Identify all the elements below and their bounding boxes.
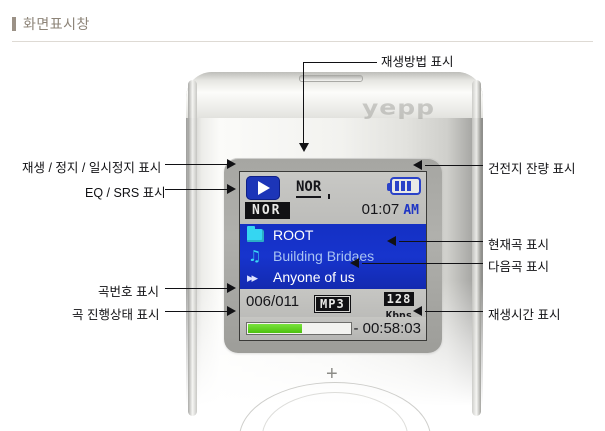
list-item: ▸▸ Anyone of us [240, 266, 426, 287]
device-right-edge [472, 80, 481, 416]
battery-icon [387, 177, 421, 195]
list-item: ♫ Building Bridaes [240, 245, 426, 266]
play-mode-indicator: NOR [296, 179, 322, 198]
arrowhead-eq-srs [227, 184, 236, 194]
leader-line-progress [165, 311, 227, 312]
mp3-player-device: yepp + NOR NOR 01:07 A [186, 72, 483, 431]
arrowhead-play-mode [299, 143, 309, 152]
track-number: 006/011 [246, 293, 300, 310]
lcd-status-area: NOR NOR 01:07 AM [240, 172, 426, 224]
annotation-track-number: 곡번호 표시 [98, 285, 159, 299]
play-icon [246, 176, 280, 200]
music-note-icon: ♫ [248, 246, 262, 265]
brand-logo: yepp [362, 95, 436, 120]
annotation-play-state: 재생 / 정지 / 일시정지 표시 [22, 161, 162, 175]
device-left-edge [188, 80, 197, 416]
arrowhead-track-number [227, 283, 236, 293]
leader-line-play-time [425, 311, 483, 312]
annotation-next-track: 다음곡 표시 [488, 260, 549, 274]
leader-vline-play-mode [303, 62, 304, 144]
folder-icon [247, 225, 265, 243]
leader-line-eq-srs [165, 189, 227, 190]
arrowhead-play-state [227, 159, 236, 169]
track-list: ROOT ♫ Building Bridaes ▸▸ Anyone of us [240, 224, 426, 289]
arrowhead-progress [227, 306, 236, 316]
annotation-play-time: 재생시간 표시 [488, 308, 561, 322]
clock-display: 01:07 AM [362, 201, 419, 218]
leader-line-play-state [165, 164, 227, 165]
title-accent-bar [12, 17, 16, 31]
format-badge: MP3 [314, 295, 351, 313]
battery-bars [395, 181, 411, 191]
device-top-button [299, 75, 363, 82]
annotation-progress: 곡 진행상태 표시 [72, 308, 160, 322]
play-mode-tick [328, 194, 330, 199]
play-triangle-icon [258, 181, 270, 195]
leader-line-battery [425, 165, 483, 166]
clock-ampm: AM [403, 203, 419, 218]
annotation-play-mode: 재생방법 표시 [381, 55, 454, 69]
remaining-time: - 00:58:03 [353, 320, 421, 337]
page-title: 화면표시창 [23, 16, 90, 32]
bitrate-value: 128 [383, 292, 415, 306]
arrowhead-play-time [413, 306, 422, 316]
list-item: ROOT [240, 224, 426, 245]
clock-time: 01:07 [361, 201, 400, 218]
plus-mark-icon: + [326, 363, 338, 385]
lcd-progress-row: - 00:58:03 [240, 317, 426, 340]
arrowhead-next-track [350, 258, 359, 268]
arrowhead-current-track [387, 236, 396, 246]
leader-line-play-mode [303, 62, 377, 63]
annotation-eq-srs: EQ / SRS 표시 [85, 186, 166, 200]
next-track-icon: ▸▸ [247, 269, 258, 285]
arrowhead-battery [413, 160, 422, 170]
leader-line-track-number [165, 288, 227, 289]
current-track-label: Building Bridaes [273, 247, 375, 264]
leader-line-current-track [399, 241, 483, 242]
lcd-screen: NOR NOR 01:07 AM ROOT [239, 171, 427, 341]
progress-bar-fill [248, 324, 303, 333]
list-item-label: ROOT [273, 226, 314, 243]
annotation-battery: 건전지 잔량 표시 [488, 162, 576, 176]
eq-srs-badge: NOR [245, 202, 291, 219]
leader-line-next-track [362, 263, 483, 264]
header-divider [12, 41, 593, 42]
progress-bar [246, 322, 352, 335]
page-header: 화면표시창 [0, 0, 605, 44]
annotation-current-track: 현재곡 표시 [488, 238, 549, 252]
lcd-info-row: 006/011 MP3 128 Kbps [240, 289, 426, 322]
next-track-label: Anyone of us [273, 268, 355, 285]
